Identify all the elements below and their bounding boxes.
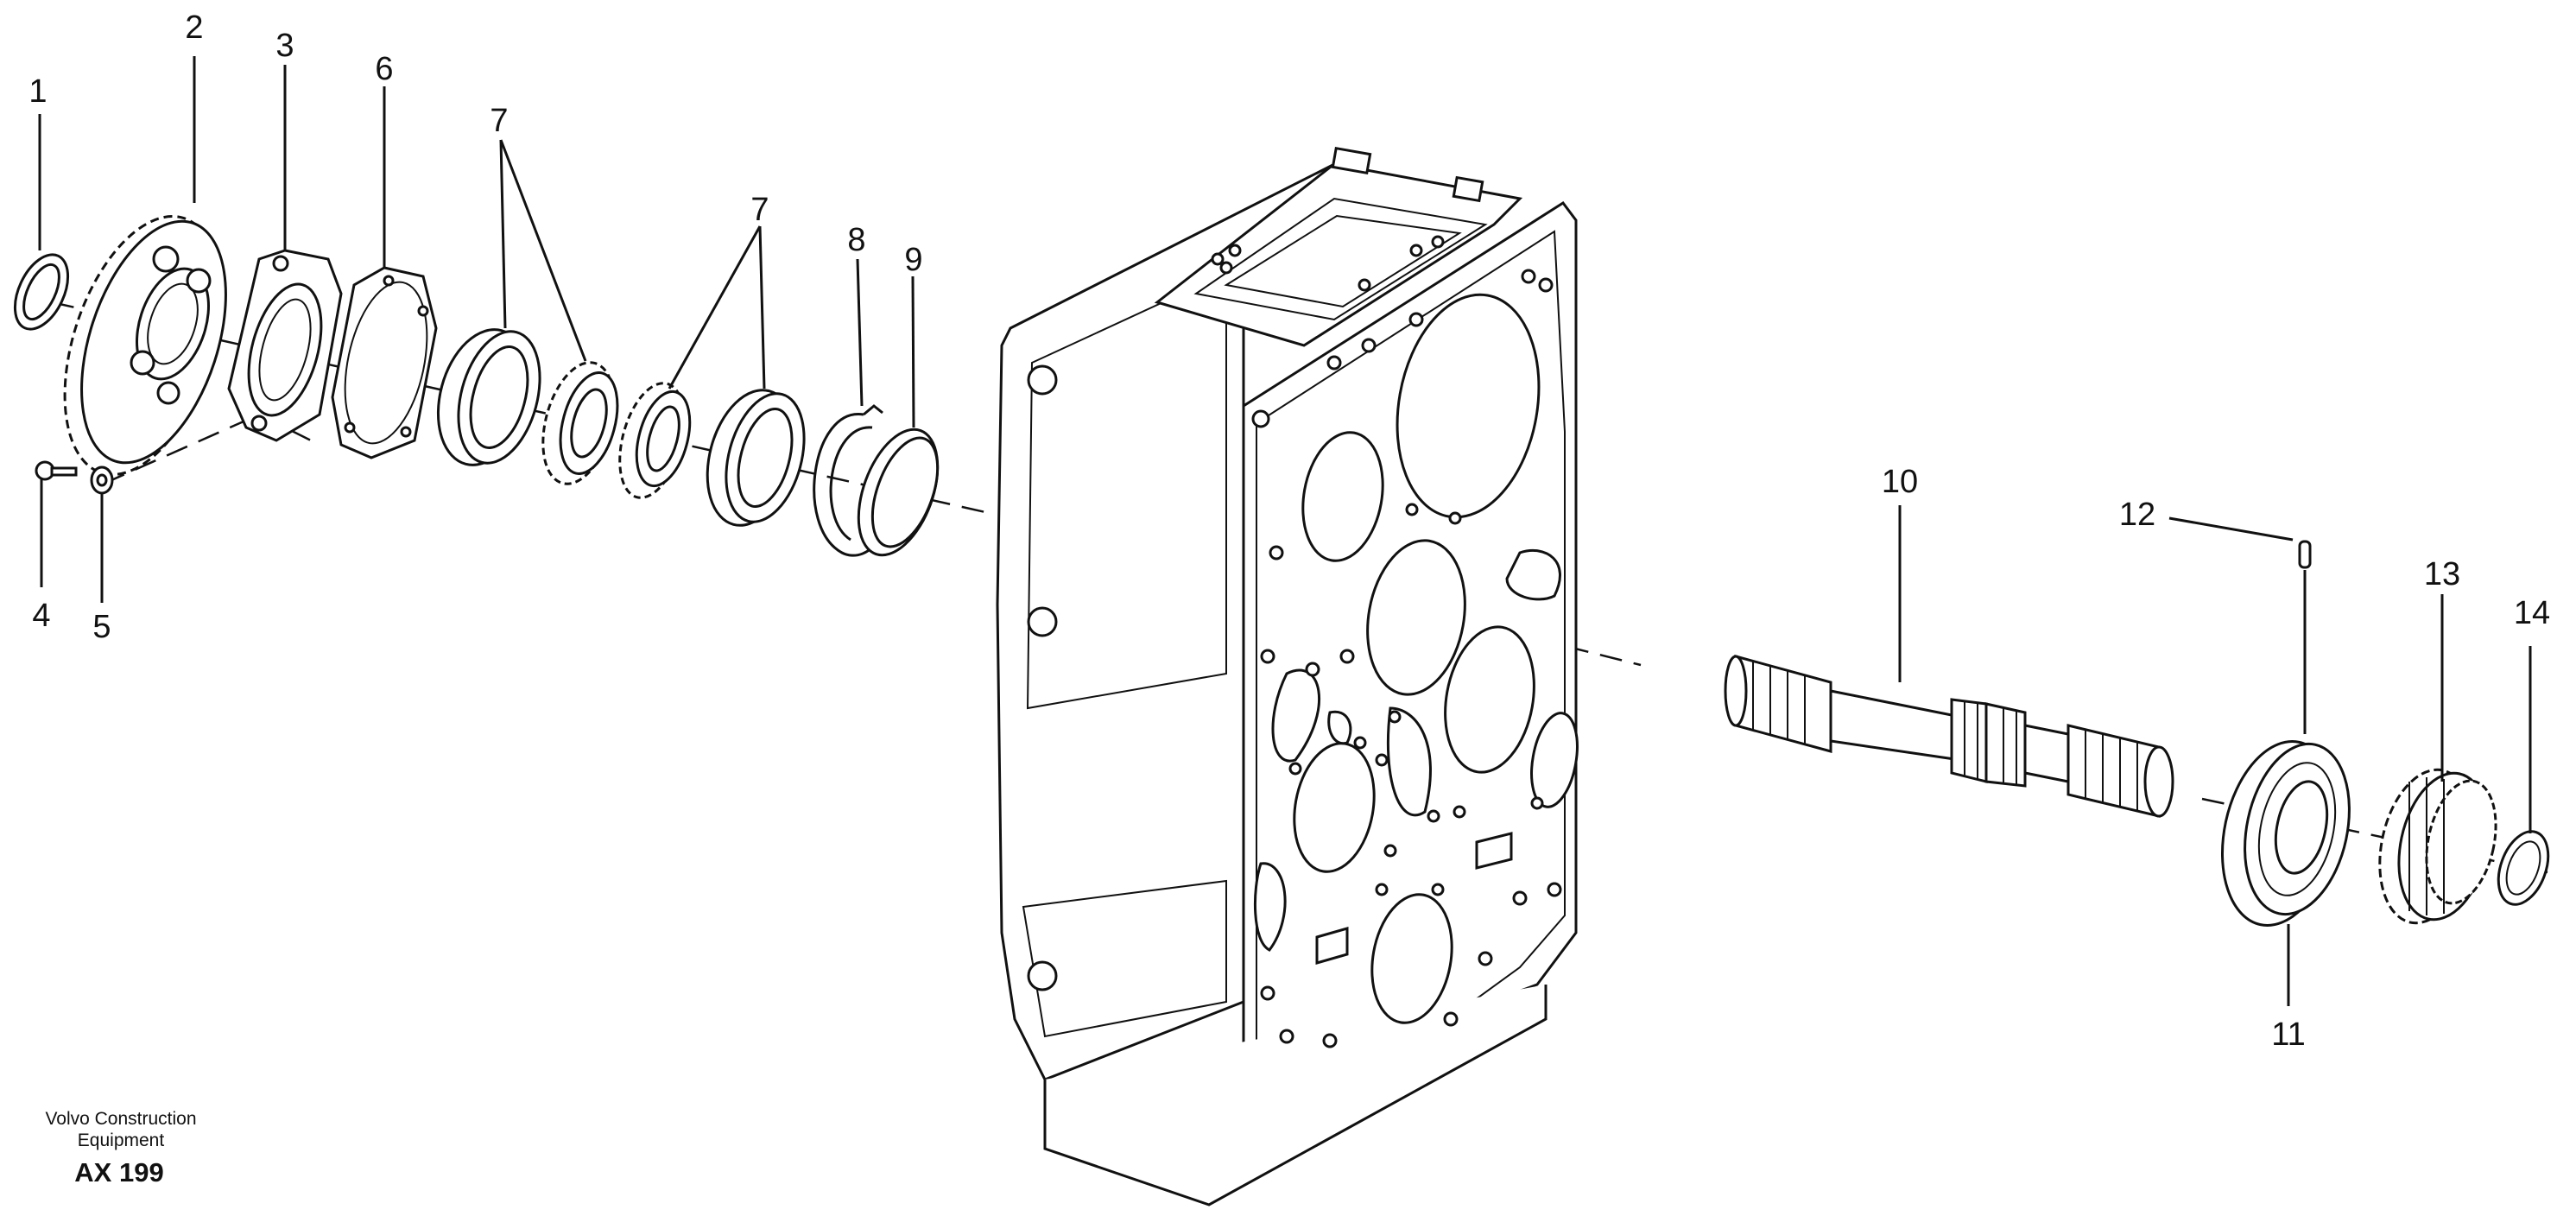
callout-5: 5	[92, 609, 111, 645]
callout-11: 11	[2271, 1016, 2305, 1053]
callout-1: 1	[28, 73, 47, 110]
part-11-ball-bearing	[2220, 740, 2351, 927]
part-7b-bearing-cone	[618, 382, 692, 499]
callout-labels: 1 2 3 6 7 7 8 9 4 5 10 12 13 14 11	[28, 10, 2550, 1053]
callout-13: 13	[2424, 556, 2460, 592]
part-10-splined-shaft	[1724, 655, 2174, 818]
housing-bolt-holes	[1251, 269, 1562, 1048]
callout-3: 3	[275, 28, 294, 64]
gearbox-housing	[996, 146, 1579, 1206]
part-4-bolt	[35, 460, 78, 481]
part-7b-bearing-cup	[706, 389, 806, 527]
part-2-gear-wheel	[63, 215, 227, 476]
callout-12: 12	[2119, 497, 2155, 533]
callout-14: 14	[2514, 595, 2550, 631]
callout-7b: 7	[750, 192, 769, 228]
callout-9: 9	[904, 242, 922, 278]
manufacturer-line-1: Volvo Construction	[45, 1109, 196, 1129]
manufacturer-line-2: Equipment	[78, 1130, 165, 1150]
housing-top-marks	[1211, 235, 1445, 292]
part-6-gasket	[331, 266, 438, 459]
leader-lines	[38, 56, 2532, 1006]
footer: Volvo Construction Equipment AX 199	[45, 1109, 196, 1188]
part-9-shim-ring	[857, 428, 940, 557]
part-3-bearing-cap	[227, 249, 343, 442]
part-7-bearing-cup	[436, 328, 541, 466]
part-14-circlip	[2497, 830, 2550, 906]
callout-2: 2	[185, 10, 203, 46]
part-1-seal-ring	[13, 253, 70, 331]
part-12-pin	[2298, 540, 2312, 569]
callout-6: 6	[375, 51, 393, 87]
part-13-pinion-gear	[2378, 768, 2497, 925]
callout-4: 4	[32, 598, 50, 634]
part-8-snap-ring	[813, 404, 883, 557]
drawing-code: AX 199	[74, 1157, 163, 1188]
part-7-bearing-cone	[541, 361, 619, 485]
callout-10: 10	[1882, 464, 1918, 500]
part-5-washer	[90, 466, 114, 495]
callout-7a: 7	[490, 103, 508, 139]
callout-8: 8	[847, 222, 865, 258]
